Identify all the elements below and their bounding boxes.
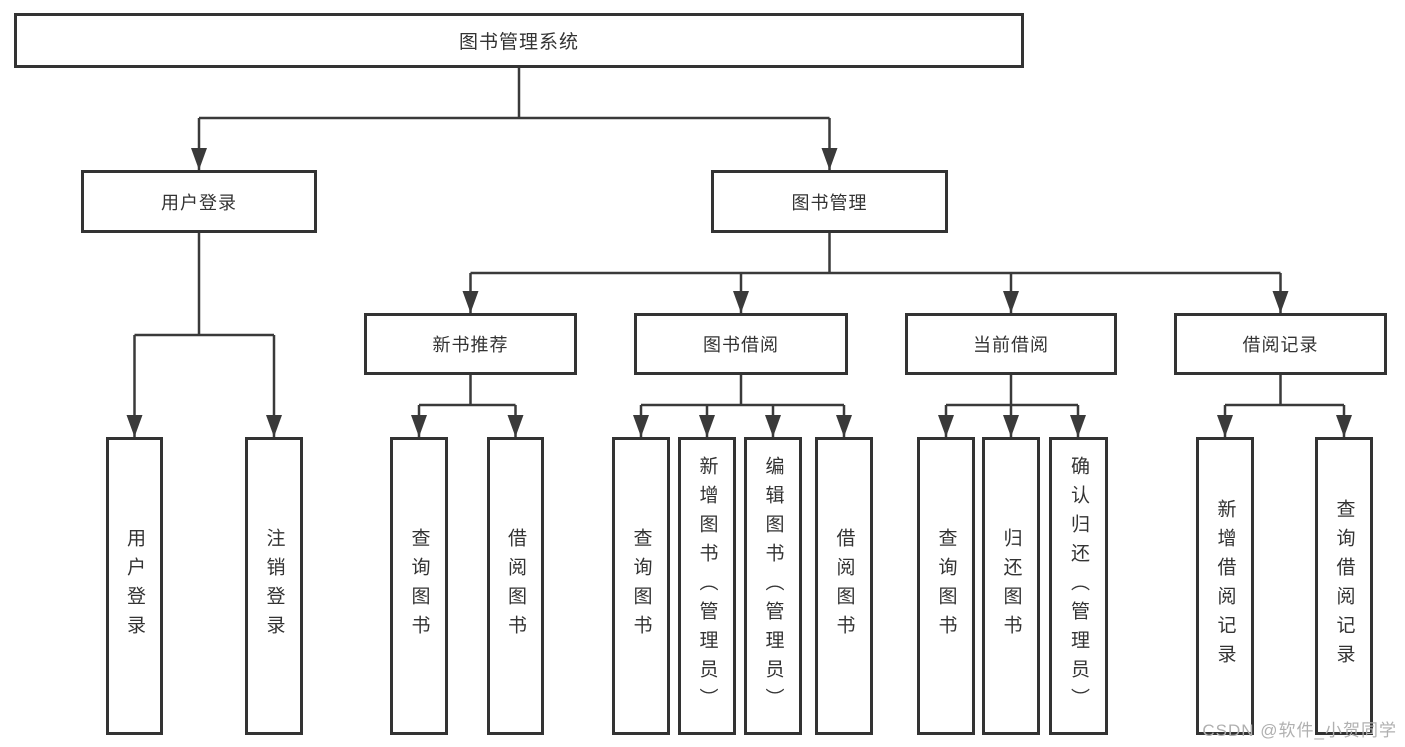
arrow-down-icon	[821, 148, 838, 170]
leaf-label: 用户登录	[124, 528, 145, 644]
leaf-label: 查询图书	[630, 528, 652, 644]
node-book-management-system: 图书管理系统	[14, 13, 1024, 68]
leaf-label: 查询借阅记录	[1333, 499, 1355, 673]
leaf-label: 借阅图书	[833, 528, 855, 644]
leaf-label: 查询图书	[408, 528, 430, 644]
leaf-label: 新增借阅记录	[1214, 499, 1236, 673]
connector-new-book-to-leaves	[411, 375, 524, 437]
node-label: 新书推荐	[432, 335, 509, 355]
node-borrow-record: 借阅记录	[1174, 313, 1387, 375]
leaf-edit-book-admin: 编辑图书（管理员）	[744, 437, 802, 735]
leaf-user-login: 用户登录	[106, 437, 163, 735]
leaf-borrow-book: 借阅图书	[815, 437, 873, 735]
arrow-down-icon	[1217, 415, 1233, 437]
arrow-down-icon	[126, 415, 143, 437]
arrow-down-icon	[1003, 415, 1019, 437]
leaf-query-borrow-record: 查询借阅记录	[1315, 437, 1373, 735]
node-user-login: 用户登录	[81, 170, 317, 233]
leaf-query-book: 查询图书	[612, 437, 670, 735]
arrow-down-icon	[1070, 415, 1086, 437]
arrow-down-icon	[938, 415, 954, 437]
arrow-down-icon	[1003, 291, 1019, 313]
arrow-down-icon	[699, 415, 715, 437]
connector-user-login-to-leaves	[126, 233, 282, 437]
leaf-label: 归还图书	[1000, 528, 1022, 644]
node-label: 当前借阅	[973, 335, 1049, 355]
leaf-label: 确认归还（管理员）	[1068, 455, 1089, 717]
leaf-logout: 注销登录	[245, 437, 303, 735]
node-label: 图书管理系统	[458, 32, 579, 53]
arrow-down-icon	[1336, 415, 1352, 437]
leaf-label: 新增图书（管理员）	[696, 455, 718, 717]
leaf-label: 编辑图书（管理员）	[762, 455, 784, 717]
leaf-add-book-admin: 新增图书（管理员）	[678, 437, 736, 735]
node-label: 借阅记录	[1242, 335, 1319, 355]
leaf-query-book: 查询图书	[917, 437, 975, 735]
arrow-down-icon	[266, 415, 282, 437]
node-label: 图书管理	[791, 192, 868, 213]
leaf-label: 查询图书	[935, 528, 957, 644]
leaf-query-book: 查询图书	[390, 437, 448, 735]
node-book-borrow: 图书借阅	[634, 313, 848, 375]
leaf-label: 注销登录	[263, 528, 285, 644]
node-label: 用户登录	[161, 192, 237, 213]
leaf-add-borrow-record: 新增借阅记录	[1196, 437, 1254, 735]
arrow-down-icon	[765, 415, 781, 437]
leaf-return-book: 归还图书	[982, 437, 1040, 735]
connector-borrow-record-to-leaves	[1217, 375, 1352, 437]
arrow-down-icon	[507, 415, 524, 437]
node-book-management: 图书管理	[711, 170, 948, 233]
node-label: 图书借阅	[703, 335, 779, 355]
connector-book-borrow-to-leaves	[633, 375, 852, 437]
arrow-down-icon	[462, 291, 479, 313]
arrow-down-icon	[836, 415, 852, 437]
node-current-borrow: 当前借阅	[905, 313, 1117, 375]
connector-root-to-level2	[191, 68, 838, 170]
connector-book-management-to-level3	[462, 233, 1289, 313]
arrow-down-icon	[633, 415, 649, 437]
leaf-borrow-book: 借阅图书	[487, 437, 544, 735]
leaf-confirm-return-admin: 确认归还（管理员）	[1049, 437, 1108, 735]
arrow-down-icon	[733, 291, 749, 313]
arrow-down-icon	[191, 148, 207, 170]
arrow-down-icon	[1272, 291, 1289, 313]
leaf-label: 借阅图书	[505, 528, 526, 644]
connector-current-borrow-to-leaves	[938, 375, 1086, 437]
csdn-watermark: CSDN @软件_小贺同学	[1202, 721, 1397, 740]
arrow-down-icon	[411, 415, 427, 437]
node-new-book-recommend: 新书推荐	[364, 313, 577, 375]
